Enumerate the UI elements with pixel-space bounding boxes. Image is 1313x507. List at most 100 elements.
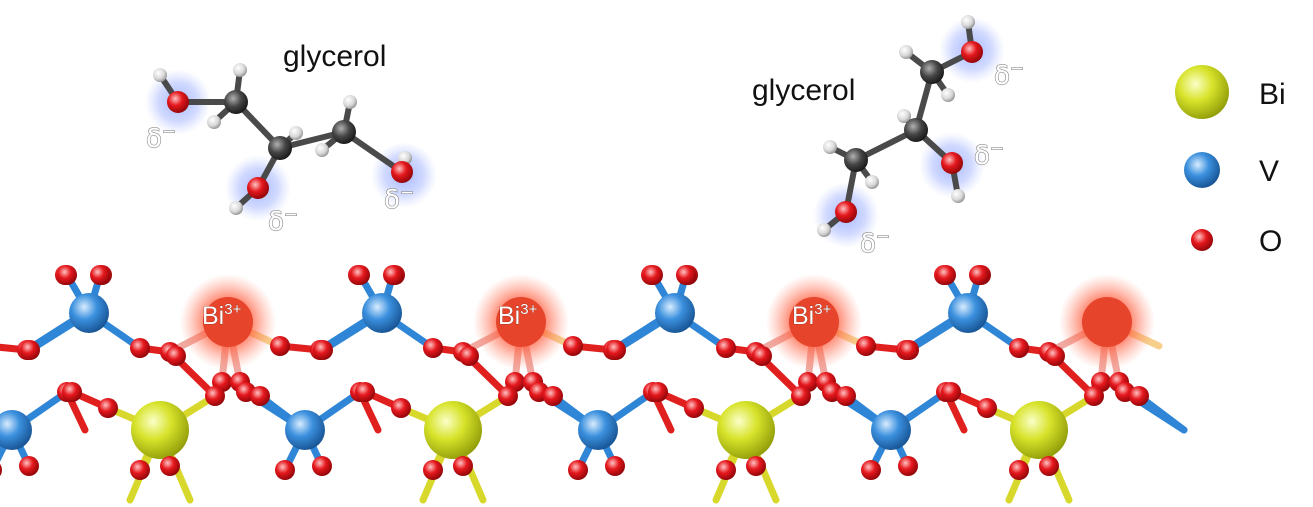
oxygen-atom bbox=[20, 340, 40, 360]
oxygen-atom bbox=[166, 346, 186, 366]
vanadium-atom bbox=[578, 410, 618, 450]
oxygen-atom bbox=[1084, 386, 1104, 406]
oxygen-atom bbox=[746, 456, 766, 476]
vanadium-atom bbox=[0, 410, 32, 450]
oxygen-atom bbox=[453, 456, 473, 476]
vanadium-atom bbox=[871, 410, 911, 450]
oxygen-atom bbox=[936, 265, 956, 285]
molecule-title: glycerol bbox=[752, 74, 855, 107]
carbon-atoms bbox=[844, 60, 944, 172]
oxygen-atom bbox=[383, 265, 403, 285]
oxygen-atom bbox=[684, 398, 704, 418]
oxygen-atom bbox=[605, 456, 625, 476]
bismuth-3plus-atom bbox=[789, 297, 839, 347]
oxygen-atom bbox=[1009, 338, 1029, 358]
oxygen-atom bbox=[861, 460, 881, 480]
oxygen-atom bbox=[423, 338, 443, 358]
oxygen-atom bbox=[969, 265, 989, 285]
oxygen-atom bbox=[459, 346, 479, 366]
vanadium-atom bbox=[655, 293, 695, 333]
vanadium-atom bbox=[948, 293, 988, 333]
bi3plus-label: Bi3+ bbox=[202, 301, 242, 330]
oxygen-atom bbox=[62, 382, 82, 402]
vanadium-atom bbox=[285, 410, 325, 450]
legend-label: V bbox=[1259, 155, 1279, 188]
glycerol-molecule-right: δ− δ− δ− glycerol bbox=[752, 15, 1025, 260]
oxygen-atom bbox=[856, 336, 876, 356]
oxygen-atom bbox=[643, 265, 663, 285]
bismuth-3plus-atom bbox=[203, 297, 253, 347]
oxygen-atom bbox=[898, 456, 918, 476]
hydrogen-atoms bbox=[153, 63, 412, 215]
oxygen-atom bbox=[0, 464, 2, 476]
oxygen-atom bbox=[270, 336, 290, 356]
oxygen-atom bbox=[543, 386, 563, 406]
oxygen-atom bbox=[1045, 346, 1065, 366]
bismuth-atom bbox=[424, 401, 482, 459]
partial-charge-label: δ− bbox=[994, 59, 1024, 91]
oxygen-atom bbox=[1129, 386, 1149, 406]
bi3plus-label: Bi3+ bbox=[498, 301, 538, 330]
hydroxyl-oxygen-atoms bbox=[167, 91, 413, 199]
oxygen-atom bbox=[130, 338, 150, 358]
glycerol-molecule-left: δ− δ− δ− glycerol bbox=[145, 40, 437, 238]
legend-item-o: O bbox=[1191, 225, 1282, 258]
oxygen-atom bbox=[941, 382, 961, 402]
oxygen-atom bbox=[205, 386, 225, 406]
oxygen-atom bbox=[648, 382, 668, 402]
oxygen-atom bbox=[899, 340, 919, 360]
oxygen-atom bbox=[423, 460, 443, 480]
legend-label: Bi bbox=[1259, 78, 1286, 111]
hydrogen-atoms bbox=[817, 15, 975, 237]
oxygen-atom bbox=[250, 386, 270, 406]
legend: Bi V O bbox=[1175, 65, 1286, 258]
oxygen-atom bbox=[752, 346, 772, 366]
oxygen-atom bbox=[791, 386, 811, 406]
oxygen-atom bbox=[57, 265, 77, 285]
oxygen-atom bbox=[130, 460, 150, 480]
oxygen-atom bbox=[676, 265, 696, 285]
oxygen-atom bbox=[275, 460, 295, 480]
oxygen-atom bbox=[350, 265, 370, 285]
oxygen-atom bbox=[90, 265, 110, 285]
oxygen-atom bbox=[19, 456, 39, 476]
oxygen-atom bbox=[1039, 456, 1059, 476]
bi3plus-label: Bi3+ bbox=[792, 301, 832, 330]
bismuth-atom bbox=[131, 401, 189, 459]
oxygen-atom bbox=[1009, 460, 1029, 480]
oxygen-atom bbox=[313, 340, 333, 360]
vanadium-atom bbox=[362, 293, 402, 333]
partial-charge-label: δ− bbox=[146, 122, 176, 154]
oxygen-swatch bbox=[1191, 229, 1213, 251]
molecule-title: glycerol bbox=[283, 40, 386, 73]
bismuth-3plus-atom bbox=[496, 297, 546, 347]
oxygen-atom bbox=[498, 386, 518, 406]
oxygen-atom bbox=[716, 338, 736, 358]
oxygen-atom bbox=[716, 460, 736, 480]
legend-label: O bbox=[1259, 225, 1282, 258]
oxygen-atom bbox=[98, 398, 118, 418]
legend-item-v: V bbox=[1184, 152, 1279, 188]
vanadium-swatch bbox=[1184, 152, 1220, 188]
hydroxyl-oxygen-atoms bbox=[835, 41, 983, 223]
bismuth-atom bbox=[717, 401, 775, 459]
bismuth-swatch bbox=[1175, 65, 1229, 119]
bismuth-3plus-atom bbox=[1082, 297, 1132, 347]
carbon-atoms bbox=[224, 90, 356, 160]
oxygen-atom bbox=[977, 398, 997, 418]
bivo4-surface: Bi3+ Bi3+ Bi3+ bbox=[0, 265, 1188, 504]
partial-charge-label: δ− bbox=[860, 227, 890, 259]
bismuth-atom bbox=[1010, 401, 1068, 459]
surface-atoms bbox=[0, 265, 1149, 480]
partial-charge-label: δ− bbox=[384, 183, 414, 215]
oxygen-atom bbox=[836, 386, 856, 406]
oxygen-atom bbox=[312, 456, 332, 476]
oxygen-atom bbox=[355, 382, 375, 402]
oxygen-atom bbox=[568, 460, 588, 480]
oxygen-atom bbox=[606, 340, 626, 360]
vanadium-atom bbox=[69, 293, 109, 333]
oxygen-atom bbox=[563, 336, 583, 356]
partial-charge-label: δ− bbox=[268, 205, 298, 237]
oxygen-atom bbox=[391, 398, 411, 418]
